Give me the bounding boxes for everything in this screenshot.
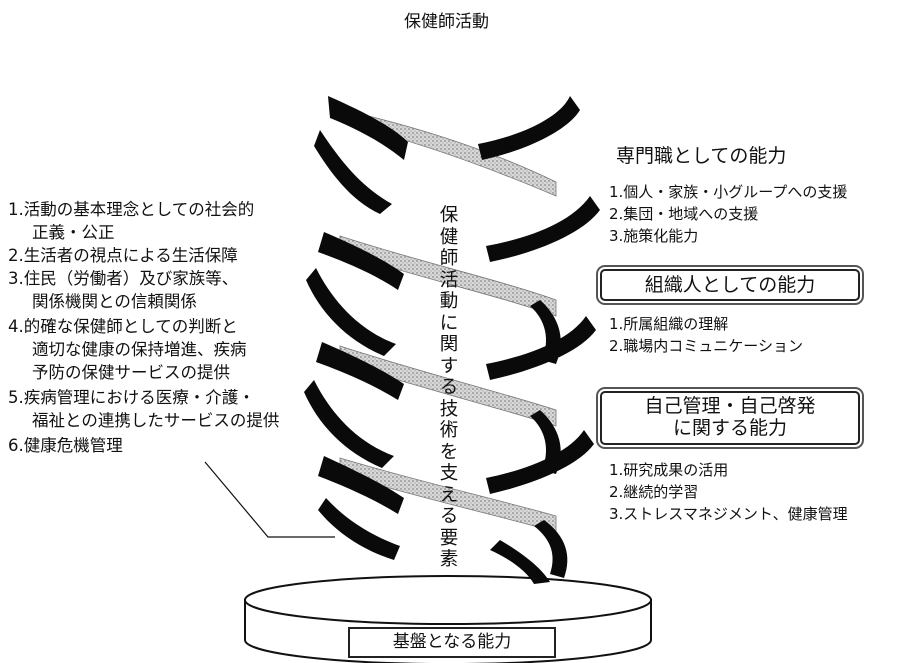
professional-ability-heading: 専門職としての能力 <box>616 145 787 167</box>
left-list-item: 3.住民（労働者）及び家族等、 <box>8 269 239 288</box>
diagram-title: 保健師活動 <box>404 12 489 32</box>
organizational-item: 1.所属組織の理解 <box>609 315 729 333</box>
left-list-item: 適切な健康の保持増進、疾病 <box>32 340 247 359</box>
left-list-item: 5.疾病管理における医療・介護・ <box>8 388 255 407</box>
left-list-item: 6.健康危機管理 <box>8 436 123 455</box>
self-management-heading-line2: に関する能力 <box>672 416 787 439</box>
left-list-item: 正義・公正 <box>32 223 115 242</box>
left-list-item: 2.生活者の視点による生活保障 <box>8 246 238 265</box>
base-ability-label: 基盤となる能力 <box>348 627 556 658</box>
left-list-item: 関係機関との信頼関係 <box>32 292 197 311</box>
professional-item: 1.個人・家族・小グループへの支援 <box>609 183 848 201</box>
organizational-ability-heading: 組織人としての能力 <box>600 269 860 301</box>
self-management-heading-line1: 自己管理・自己啓発 <box>644 395 816 417</box>
self-management-item: 2.継続的学習 <box>609 483 699 501</box>
left-list-item: 1.活動の基本理念としての社会的 <box>8 200 255 219</box>
leader-line <box>204 461 335 538</box>
self-management-item: 3.ストレスマネジメント、健康管理 <box>609 505 848 523</box>
helix-back-strands <box>339 111 557 533</box>
left-list-item: 福祉との連携したサービスの提供 <box>32 411 280 430</box>
left-list-item: 予防の保健サービスの提供 <box>32 363 230 382</box>
self-management-heading-box: 自己管理・自己啓発 に関する能力 <box>600 391 860 445</box>
organizational-item: 2.職場内コミュニケーション <box>609 337 804 355</box>
self-management-item: 1.研究成果の活用 <box>609 461 729 479</box>
professional-item: 3.施策化能力 <box>609 227 699 245</box>
helix-front-strands <box>304 96 600 584</box>
professional-item: 2.集団・地域への支援 <box>609 205 759 223</box>
center-vertical-label: 保健師活動に関する技術を支える要素 <box>439 205 459 570</box>
left-list-item: 4.的確な保健師としての判断と <box>8 317 238 336</box>
